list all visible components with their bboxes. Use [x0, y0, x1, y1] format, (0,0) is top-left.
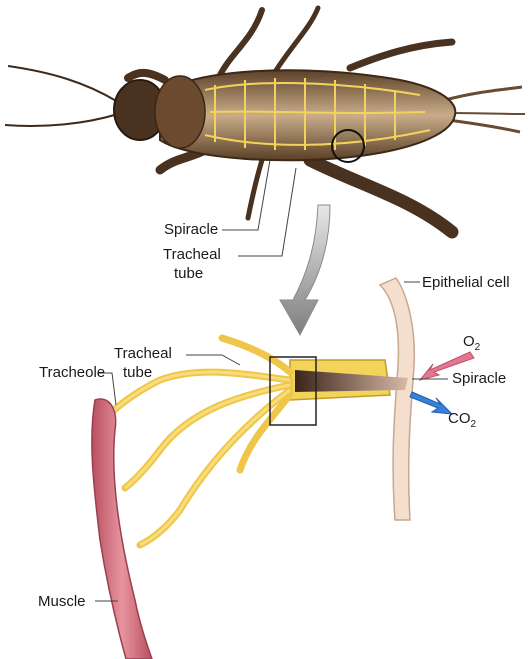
label-tracheal-tube-mid-2: tube	[123, 364, 152, 381]
label-muscle: Muscle	[38, 593, 86, 610]
label-co2-base: CO	[448, 410, 471, 427]
epithelial-wall	[380, 278, 414, 520]
label-tracheole: Tracheole	[39, 364, 105, 381]
label-spiracle-top: Spiracle	[164, 221, 218, 238]
co2-arrow	[410, 392, 452, 414]
label-tracheal-tube-top-1: Tracheal	[163, 246, 221, 263]
insect	[5, 8, 525, 232]
label-co2-sub: 2	[471, 419, 477, 430]
label-epithelial-cell: Epithelial cell	[422, 274, 510, 291]
muscle-fiber	[92, 399, 152, 659]
label-tracheal-tube-top-2: tube	[174, 265, 203, 282]
tracheole-branches-highlight	[112, 372, 290, 545]
label-o2-base: O	[463, 333, 475, 350]
label-co2: CO2	[448, 410, 476, 429]
label-spiracle-right: Spiracle	[452, 370, 506, 387]
label-tracheal-tube-mid-1: Tracheal	[114, 345, 172, 362]
label-o2: O2	[463, 333, 480, 352]
label-o2-sub: 2	[475, 342, 481, 353]
